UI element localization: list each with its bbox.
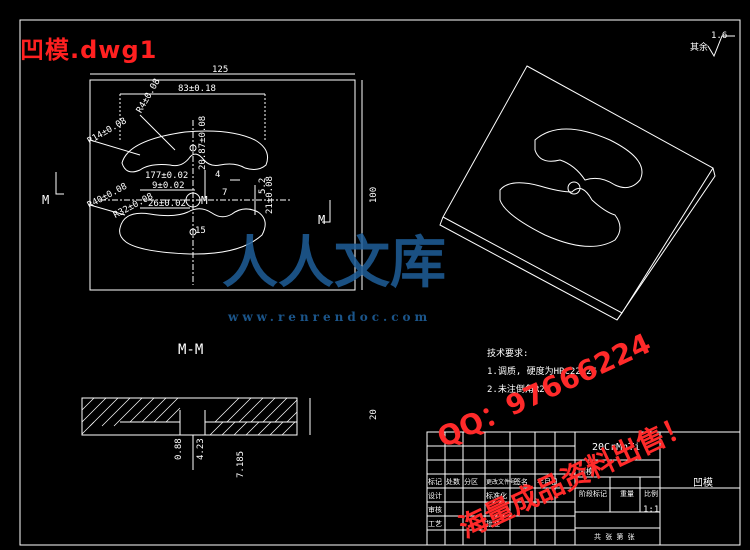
- dim-125: 125: [212, 65, 229, 75]
- roughness-value: 1.6: [711, 31, 728, 41]
- unit-label: 凹模: [578, 467, 594, 476]
- section-view-title: M-M: [178, 342, 204, 358]
- iso-center-hole: [567, 181, 581, 195]
- tb-col-date: 年月日: [537, 478, 558, 486]
- material-label: 20CrMnTi: [592, 442, 641, 453]
- section-mark-right-label: M: [318, 213, 326, 227]
- notes-heading: 技术要求:: [487, 349, 529, 359]
- title-block: [426, 431, 741, 546]
- dim-21: 21±0.08: [265, 176, 275, 214]
- iso-side-face: [439, 216, 623, 321]
- tb-col-zone: 分区: [464, 478, 478, 486]
- page-title: 凹模.dwg1: [20, 36, 158, 64]
- dim-83: 83±0.18: [178, 84, 216, 94]
- tb-design: 设计: [428, 492, 442, 500]
- section-mark-left-label: M: [42, 193, 50, 207]
- notes-line-1: 1.调质, 硬度为HRC22-26: [487, 367, 598, 377]
- tb-std: 标准化: [486, 492, 507, 500]
- ratio-label: 比例: [644, 490, 658, 498]
- weight-label: 重量: [620, 490, 634, 498]
- iso-top-face: [442, 65, 714, 314]
- sheets-label: 共 张 第 张: [594, 533, 635, 541]
- tb-col-mark: 标记: [428, 478, 442, 486]
- upper-cavity: [121, 130, 269, 173]
- tb-col-sign: 签名: [514, 478, 528, 486]
- tb-process: 工艺: [428, 520, 442, 528]
- tb-col-count: 处数: [446, 478, 460, 486]
- dim-20-87: 20.87±0.08: [198, 115, 208, 170]
- dim-9: 9±0.02: [152, 181, 185, 191]
- section-view: [81, 397, 311, 470]
- notes-line-2: 2.未注倒角R2: [487, 385, 545, 395]
- top-view: [55, 73, 363, 291]
- tb-approve: 批准: [486, 520, 500, 528]
- stage-label: 阶段标记: [579, 490, 607, 498]
- dim-7-185: 7.185: [236, 450, 246, 478]
- section-outline: [81, 397, 298, 436]
- scale-label: 1:1: [643, 505, 660, 515]
- section-mark-right: [322, 200, 331, 223]
- tb-col-file: 更改文件号: [486, 479, 517, 486]
- dim-20: 20: [369, 409, 379, 420]
- dim-4: 4: [215, 170, 221, 180]
- roughness-symbol-icon: [707, 35, 735, 58]
- section-mark-left: [55, 172, 64, 195]
- roughness-label: 其余: [690, 43, 709, 53]
- part-name-label: 凹模: [693, 478, 713, 489]
- watermark-url: www.renrendoc.com: [228, 310, 432, 324]
- dim-100: 100: [369, 186, 380, 204]
- dim-4-23: 4.23: [196, 438, 206, 460]
- dim-26: 26±0.02: [148, 199, 186, 209]
- watermark-brand: 人人文库: [222, 230, 446, 296]
- lower-cavity: [119, 208, 266, 255]
- center-mark-label: M: [201, 194, 208, 207]
- isometric-view: [439, 65, 716, 321]
- dim-15: 15: [195, 226, 206, 236]
- iso-lower-cavity: [499, 182, 621, 247]
- dim-7: 7: [222, 188, 228, 198]
- dim-177: 177±0.02: [145, 171, 189, 181]
- drawing-border: [19, 19, 741, 546]
- iso-upper-cavity: [534, 128, 643, 189]
- dim-0-88: 0.88: [174, 438, 184, 460]
- plate-outline: [89, 79, 356, 291]
- tb-review: 审核: [428, 506, 442, 514]
